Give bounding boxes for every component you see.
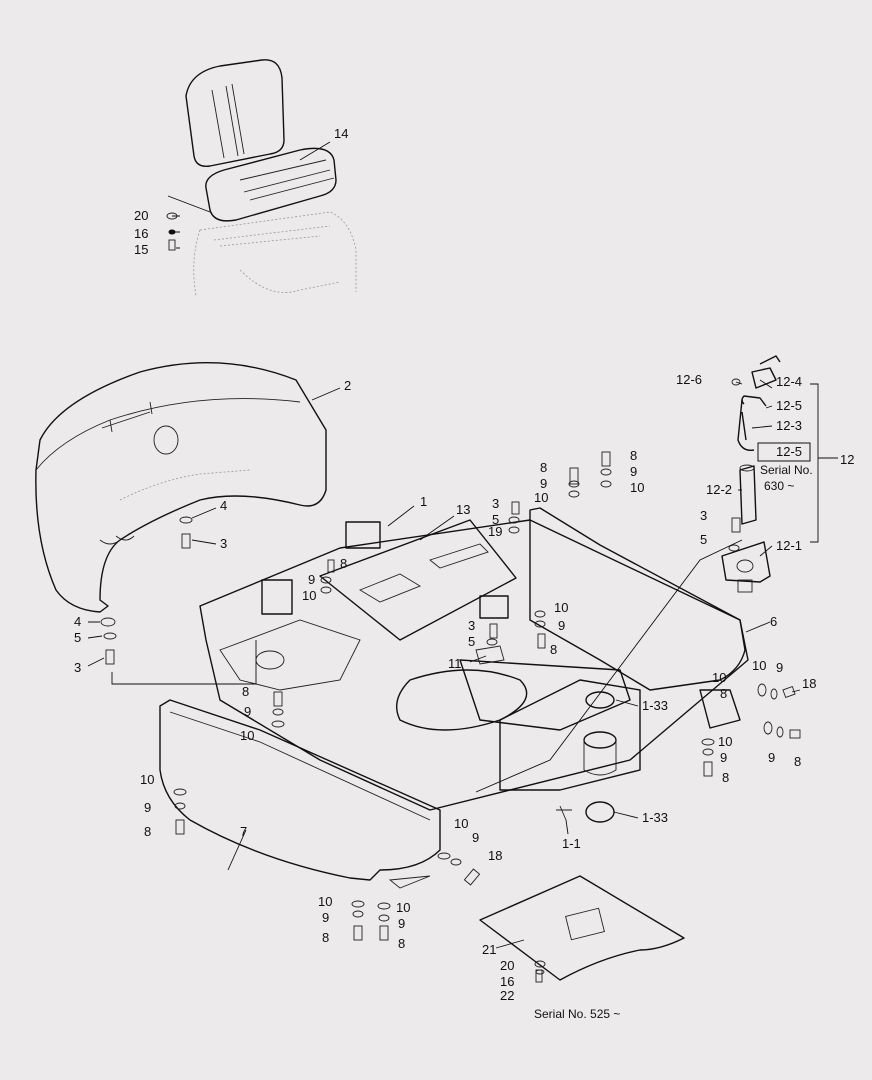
serial-note-525: Serial No. 525 ~: [534, 1007, 620, 1021]
callout-label: 8: [550, 642, 557, 657]
callout-label: 2: [344, 378, 351, 393]
callout-label: 19: [488, 524, 502, 539]
callout-label: 9: [244, 704, 251, 719]
callout-label: 8: [398, 936, 405, 951]
callout-label: 10: [318, 894, 332, 909]
callout-label: 9: [630, 464, 637, 479]
callout-label: 10: [302, 588, 316, 603]
callout-label: 12-3: [776, 418, 802, 433]
callout-label: 1-33: [642, 698, 668, 713]
callout-label: 9: [558, 618, 565, 633]
callout-label: 16: [500, 974, 514, 989]
callout-label: 4: [74, 614, 81, 629]
callout-label: 9: [472, 830, 479, 845]
callout-label: 6: [770, 614, 777, 629]
callout-label: 10: [718, 734, 732, 749]
callout-label: 12-4: [776, 374, 802, 389]
callout-label: 10: [554, 600, 568, 615]
callout-label: 18: [488, 848, 502, 863]
floor-plate: [479, 875, 685, 981]
callout-label: 1: [420, 494, 427, 509]
callout-label: 9: [322, 910, 329, 925]
callout-label: 9: [768, 750, 775, 765]
callout-label: 10: [396, 900, 410, 915]
callout-label: 1-1: [562, 836, 581, 851]
callout-label: 5: [468, 634, 475, 649]
callout-label: 5: [74, 630, 81, 645]
callout-label: 12-1: [776, 538, 802, 553]
callout-label: 12-6: [676, 372, 702, 387]
callout-label: 10: [630, 480, 644, 495]
callout-label: 11: [448, 656, 462, 671]
callout-label: 12-5: [776, 444, 802, 459]
callout-label: 7: [240, 824, 247, 839]
main-frame: [199, 507, 749, 823]
callout-label: 22: [500, 988, 514, 1003]
callout-label: 9: [776, 660, 783, 675]
callout-label: 3: [220, 536, 227, 551]
serial-label-box: [757, 442, 811, 462]
callout-label: 3: [74, 660, 81, 675]
callout-label: 9: [720, 750, 727, 765]
seat-hardware: [166, 212, 178, 251]
callout-label: 8: [144, 824, 151, 839]
callout-label: 8: [322, 930, 329, 945]
callout-label: 16: [134, 226, 148, 241]
hardware-glyphs: [100, 378, 801, 983]
callout-label: 13: [456, 502, 470, 517]
side-cover: [159, 699, 441, 889]
callout-label: 10: [454, 816, 468, 831]
callout-label: 5: [700, 532, 707, 547]
leader-lines: [87, 141, 801, 949]
callout-label: 8: [242, 684, 249, 699]
serial-note-630-line1: Serial No.: [760, 463, 813, 477]
callout-label: 8: [340, 556, 347, 571]
callout-label: 21: [482, 942, 496, 957]
callout-label: 9: [398, 916, 405, 931]
callout-label: 18: [802, 676, 816, 691]
callout-label: 8: [794, 754, 801, 769]
callout-label: 3: [468, 618, 475, 633]
callout-label: 8: [720, 686, 727, 701]
callout-label: 8: [540, 460, 547, 475]
callout-label: 12: [840, 452, 854, 467]
callout-label: 9: [144, 800, 151, 815]
serial-note-630-line2: 630 ~: [764, 479, 794, 493]
callout-label: 8: [630, 448, 637, 463]
callout-label: 15: [134, 242, 148, 257]
lock-assembly: [721, 355, 838, 593]
callout-label: 10: [140, 772, 154, 787]
callout-label: 10: [712, 670, 726, 685]
callout-label: 12-5: [776, 398, 802, 413]
callout-label: 20: [134, 208, 148, 223]
callout-label: 8: [722, 770, 729, 785]
callout-label: 4: [220, 498, 227, 513]
callout-labels: 14 20 16 15 2 4 3 4 5 3 1 13 8 9 10 3 5 …: [74, 126, 854, 1003]
callout-label: 9: [308, 572, 315, 587]
callout-label: 9: [540, 476, 547, 491]
callout-label: 20: [500, 958, 514, 973]
callout-label: 3: [700, 508, 707, 523]
seat-assembly: [167, 59, 357, 297]
callout-label: 14: [334, 126, 348, 141]
callout-label: 10: [534, 490, 548, 505]
callout-label: 5: [492, 512, 499, 527]
callout-label: 1-33: [642, 810, 668, 825]
callout-label: 3: [492, 496, 499, 511]
callout-label: 12-2: [706, 482, 732, 497]
rear-cover: [35, 362, 327, 613]
callout-label: 10: [240, 728, 254, 743]
callout-label: 10: [752, 658, 766, 673]
